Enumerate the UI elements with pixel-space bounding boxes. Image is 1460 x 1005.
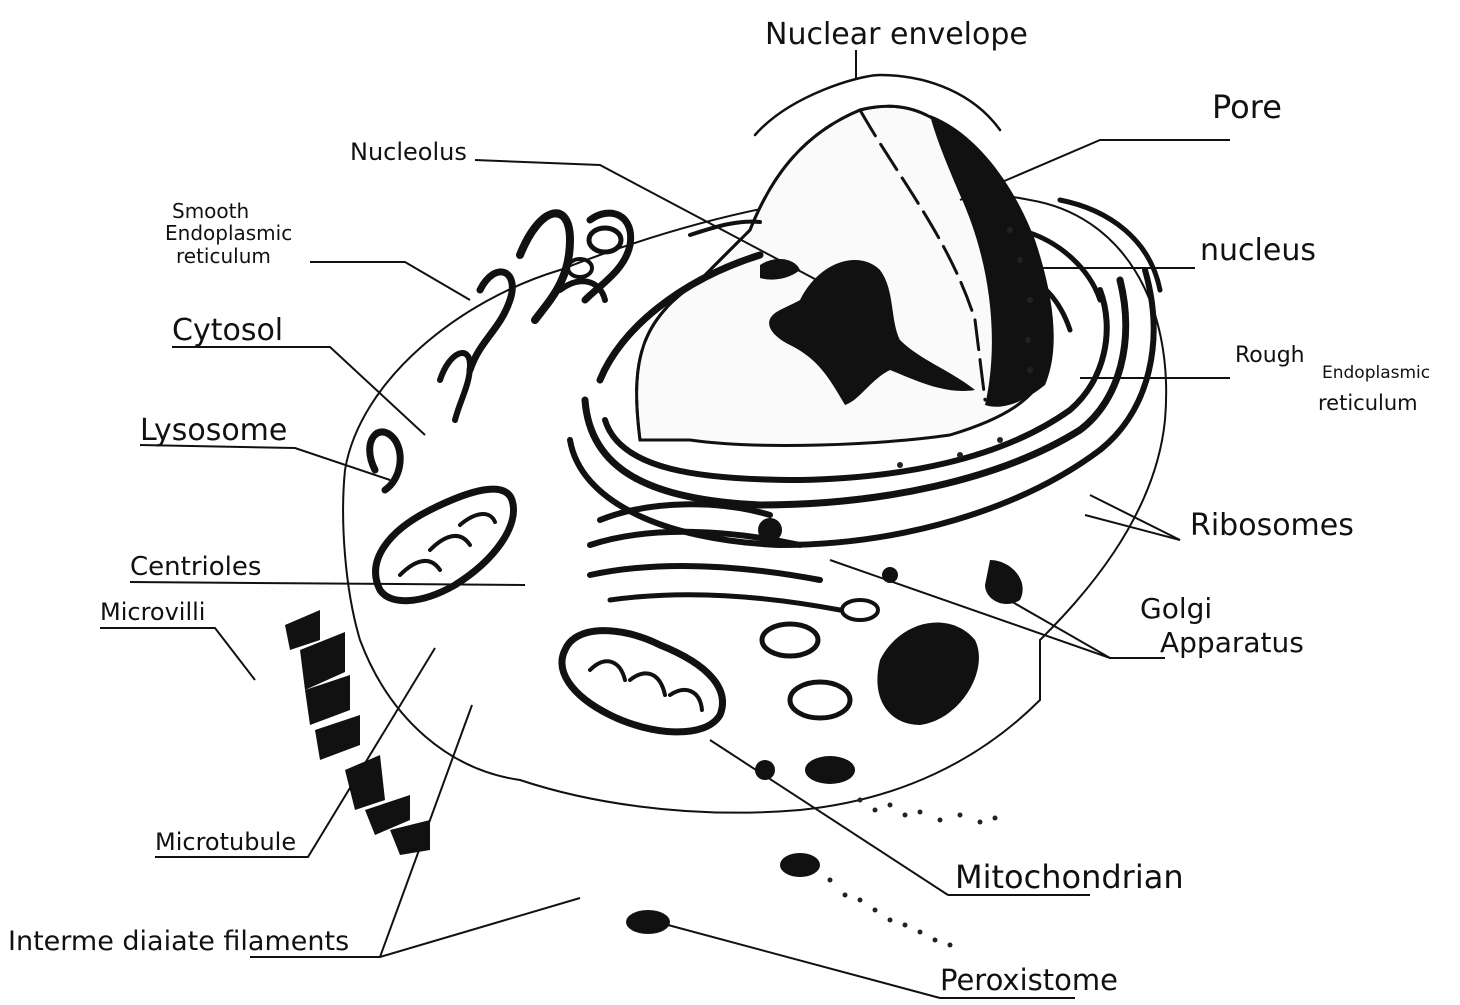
label-rough-er-3: reticulum [1318, 391, 1418, 415]
nucleus [637, 106, 1054, 445]
label-cytosol: Cytosol [172, 313, 283, 348]
label-smooth-er-3: reticulum [176, 244, 271, 268]
label-smooth-er-2: Endoplasmic [165, 221, 292, 245]
microvilli-bars [285, 610, 430, 855]
label-golgi-1: Golgi [1140, 592, 1212, 625]
peroxisome-shape-2 [780, 853, 820, 877]
label-nuclear-envelope: Nuclear envelope [765, 17, 1028, 52]
label-microvilli: Microvilli [100, 598, 205, 626]
mitochondrion-lower [562, 631, 723, 732]
label-golgi-2: Apparatus [1160, 626, 1304, 659]
smooth-er [440, 213, 631, 420]
label-smooth-er-1: Smooth [172, 199, 249, 223]
label-lysosome: Lysosome [140, 413, 287, 448]
golgi-stacks [590, 504, 898, 610]
label-nucleolus: Nucleolus [350, 138, 467, 166]
label-nucleus: nucleus [1200, 233, 1316, 268]
label-mitochondrian: Mitochondrian [955, 858, 1184, 896]
cell-illustration [285, 75, 1166, 948]
label-peroxisome: Peroxistome [940, 963, 1118, 997]
vesicles [755, 560, 1023, 784]
label-rough-er-1: Rough [1235, 343, 1305, 368]
peroxisome-shape [626, 910, 670, 934]
label-microtubule: Microtubule [155, 828, 296, 856]
label-centrioles: Centrioles [130, 552, 261, 582]
label-pore: Pore [1212, 88, 1282, 126]
lysosome-shape [370, 432, 401, 490]
label-rough-er-2: Endoplasmic [1322, 363, 1430, 383]
label-ribosomes: Ribosomes [1190, 508, 1354, 543]
label-intermediate-filaments: Interme diaiate filaments [8, 926, 349, 957]
